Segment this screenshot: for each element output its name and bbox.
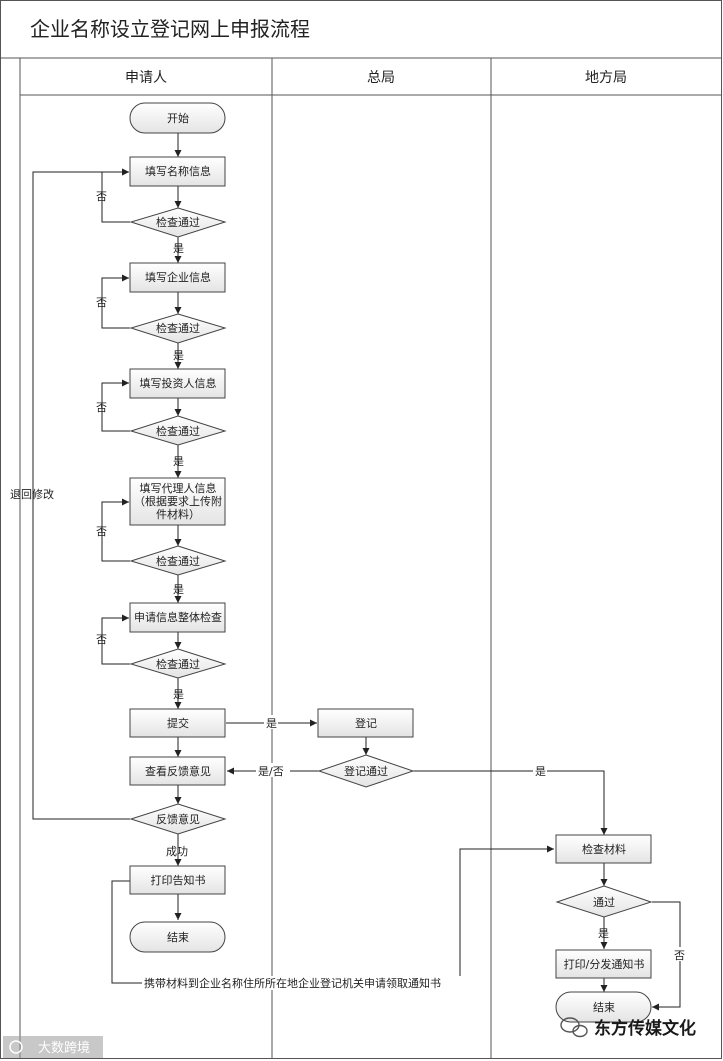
node-pass [555, 885, 653, 918]
watermark-brand-text: 东方传媒文化 [594, 1018, 696, 1039]
node-fill-agent [129, 477, 226, 526]
node-check1-label: 检查通过 [156, 215, 200, 229]
node-fill-name-label: 填写名称信息 [145, 164, 211, 178]
node-check-material [555, 834, 652, 864]
edge-check2-no-loop [101, 274, 130, 329]
label-submit-yes: 是 [266, 717, 277, 730]
node-reg-pass-label: 登记通过 [344, 764, 388, 778]
label-submit-yes-bg [264, 715, 278, 729]
node-feedback-label: 反馈意见 [156, 812, 200, 826]
node-start [129, 102, 226, 134]
watermark-badge-text: 大数跨境 [38, 1041, 90, 1056]
wechat-icon [560, 1017, 588, 1038]
diagram-title: 企业名称设立登记网上申报流程 [30, 17, 310, 41]
lane-header-headquarters: 总局 [367, 70, 395, 86]
node-submit-label: 提交 [167, 716, 189, 730]
edge-reg-pass-to-check-material [413, 770, 608, 835]
node-print-notice-label: 打印告知书 [151, 873, 206, 887]
node-check1 [129, 207, 227, 238]
node-register [317, 708, 414, 738]
label-pass-no: 否 [674, 949, 685, 962]
label-check2-no: 否 [96, 296, 107, 309]
label-yes-no: 是/否 [258, 765, 284, 778]
node-fill-agent-label-line2: （根据要求上传附 [134, 494, 222, 508]
edge-feedback-return-loop [32, 168, 130, 820]
node-overall-check-label: 申请信息整体检查 [134, 610, 222, 624]
node-print-send [555, 949, 652, 979]
node-check5 [129, 648, 227, 679]
label-yes-no-bg [256, 763, 290, 777]
node-fill-investor [129, 368, 226, 399]
label-check4-no: 否 [96, 525, 107, 538]
edge-check4-no-loop [101, 498, 130, 562]
node-overall-check [129, 602, 226, 633]
node-fill-name [129, 156, 226, 187]
edge-check5-no-loop [101, 614, 130, 665]
node-end2 [555, 991, 652, 1023]
label-carry-material-bg [142, 976, 464, 990]
node-end1 [129, 921, 226, 953]
node-pass-label: 通过 [593, 896, 615, 909]
node-check2-label: 检查通过 [156, 321, 200, 335]
edge-check3-no-loop [101, 379, 130, 432]
node-fill-company-label: 填写企业信息 [145, 270, 211, 284]
label-pass-yes: 是 [598, 927, 609, 940]
label-return-modify: 退回修改 [10, 487, 54, 501]
node-fill-agent-label-line3: 件材料） [156, 507, 200, 521]
node-print-notice [129, 865, 226, 895]
label-reg-pass-yes: 是 [535, 765, 546, 778]
node-check3-label: 检查通过 [156, 424, 200, 438]
node-check5-label: 检查通过 [156, 657, 200, 671]
node-reg-pass [317, 754, 415, 788]
node-check-material-label: 检查材料 [582, 842, 626, 856]
lane-header-applicant: 申请人 [125, 70, 167, 86]
label-pass-no-bg [673, 947, 687, 961]
node-check2 [129, 313, 227, 344]
node-end1-label: 结束 [167, 931, 189, 944]
watermark-badge-icon [9, 1040, 23, 1054]
label-check2-yes: 是 [173, 349, 184, 362]
node-view-feedback-label: 查看反馈意见 [145, 764, 211, 778]
label-carry-material: 携带材料到企业名称住所所在地企业登记机关申请领取通知书 [144, 976, 441, 990]
label-check1-no: 否 [96, 190, 107, 203]
node-check4 [129, 545, 227, 576]
node-check4-label: 检查通过 [156, 554, 200, 568]
node-submit [129, 708, 226, 738]
watermark-badge-bg [3, 1036, 103, 1058]
node-fill-company [129, 262, 226, 293]
label-success: 成功 [166, 845, 188, 858]
label-reg-pass-yes-bg [533, 763, 547, 777]
label-check5-no: 否 [96, 633, 107, 646]
label-check1-yes: 是 [173, 242, 184, 255]
node-feedback [129, 803, 227, 835]
node-end2-label: 结束 [593, 1001, 615, 1014]
node-start-label: 开始 [167, 111, 189, 125]
node-check3 [129, 415, 227, 446]
label-check4-yes: 是 [173, 583, 184, 596]
label-check5-yes: 是 [173, 688, 184, 701]
node-view-feedback [129, 756, 226, 786]
node-register-label: 登记 [355, 716, 377, 730]
label-check3-yes: 是 [173, 455, 184, 468]
node-fill-investor-label: 填写投资人信息 [140, 376, 217, 390]
label-check3-no: 否 [96, 401, 107, 414]
node-print-send-label: 打印/分发通知书 [564, 957, 645, 971]
node-fill-agent-label-line1: 填写代理人信息 [140, 481, 217, 495]
lane-header-local-bureau: 地方局 [585, 70, 627, 86]
